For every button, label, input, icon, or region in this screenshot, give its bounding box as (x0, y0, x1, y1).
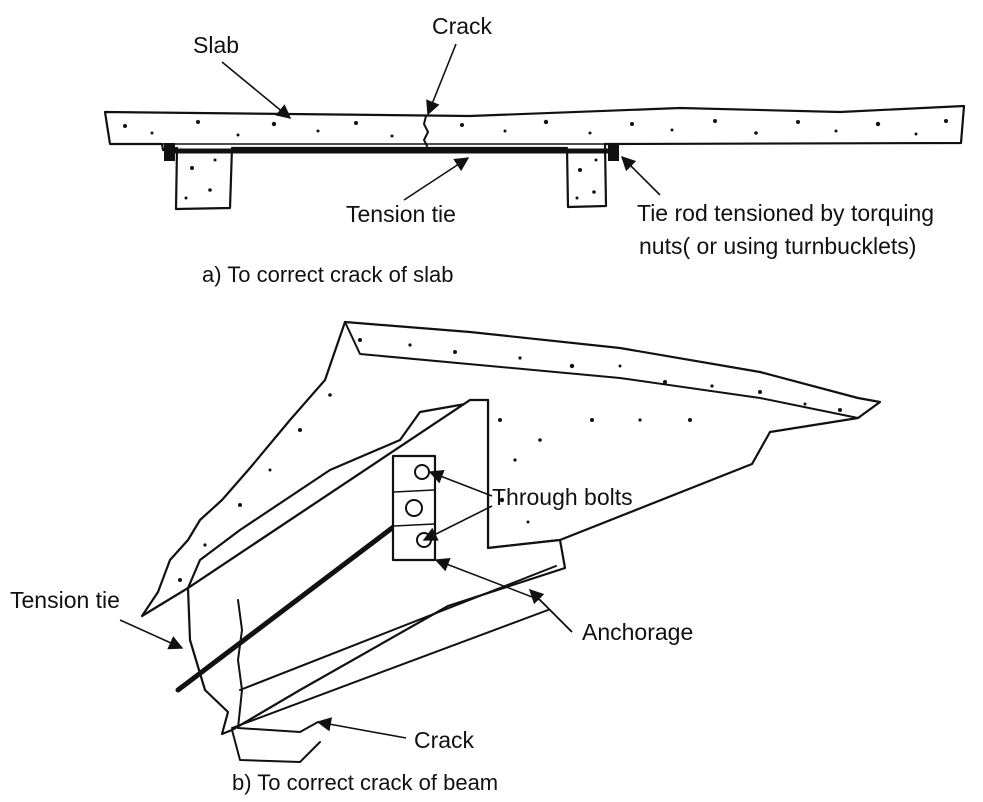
beam-web (186, 398, 567, 736)
label-through-bolts: Through bolts (492, 484, 633, 510)
slab-crack (423, 115, 429, 147)
beam-speckles (178, 338, 842, 582)
caption-a: a) To correct crack of slab (202, 262, 453, 287)
beam-crack (237, 599, 319, 733)
leader-crack-b (316, 717, 407, 739)
anchorage-divider-1 (393, 489, 435, 493)
label-tie-rod-2: nuts( or using turnbucklets) (639, 233, 916, 259)
label-anchorage: Anchorage (582, 619, 693, 645)
label-crack-a: Crack (432, 13, 493, 39)
leader-tension-tie-b (119, 619, 184, 650)
right-anchor-nut (608, 143, 619, 161)
caption-b: b) To correct crack of beam (232, 770, 498, 795)
bolt-middle (405, 499, 423, 517)
leader-bolt-top (428, 469, 493, 497)
slab-diagram: Slab Crack Tension tie Tie rod tensioned… (103, 13, 966, 287)
beam-face-line-2 (231, 609, 549, 729)
slab-body (103, 104, 966, 211)
leader-tension-tie-a (403, 157, 470, 201)
beam-bottom-edge (187, 399, 471, 589)
leader-bolt-mid (422, 505, 493, 541)
slab-edge-line (344, 321, 859, 419)
leader-slab (221, 61, 292, 119)
leader-tie-rod (620, 155, 661, 196)
anchorage-divider-2 (393, 523, 435, 527)
label-crack-b: Crack (414, 727, 475, 753)
label-tension-tie-b: Tension tie (10, 587, 120, 613)
beam-end-stub (231, 729, 321, 763)
label-tension-tie-a: Tension tie (346, 201, 456, 227)
beam-tension-tie (175, 519, 403, 693)
leader-crack-a (426, 43, 457, 116)
label-slab: Slab (193, 32, 239, 58)
label-tie-rod-1: Tie rod tensioned by torquing (637, 200, 934, 226)
beam-slab-plate (140, 320, 882, 618)
beam-diagram: Through bolts Tension tie Anchorage Crac… (10, 320, 882, 795)
leader-anchorage-2 (528, 588, 573, 633)
left-anchor-nut (164, 143, 175, 161)
slab-speckles (123, 119, 948, 200)
